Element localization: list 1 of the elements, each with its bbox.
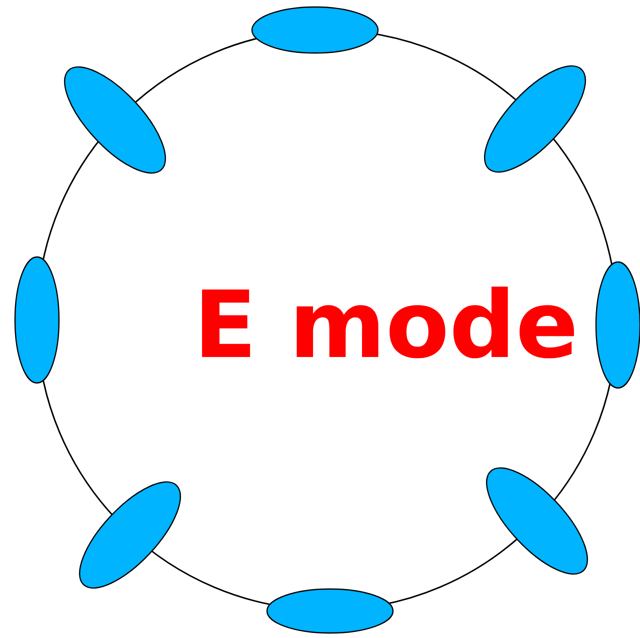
- mode-label: E mode: [202, 286, 574, 358]
